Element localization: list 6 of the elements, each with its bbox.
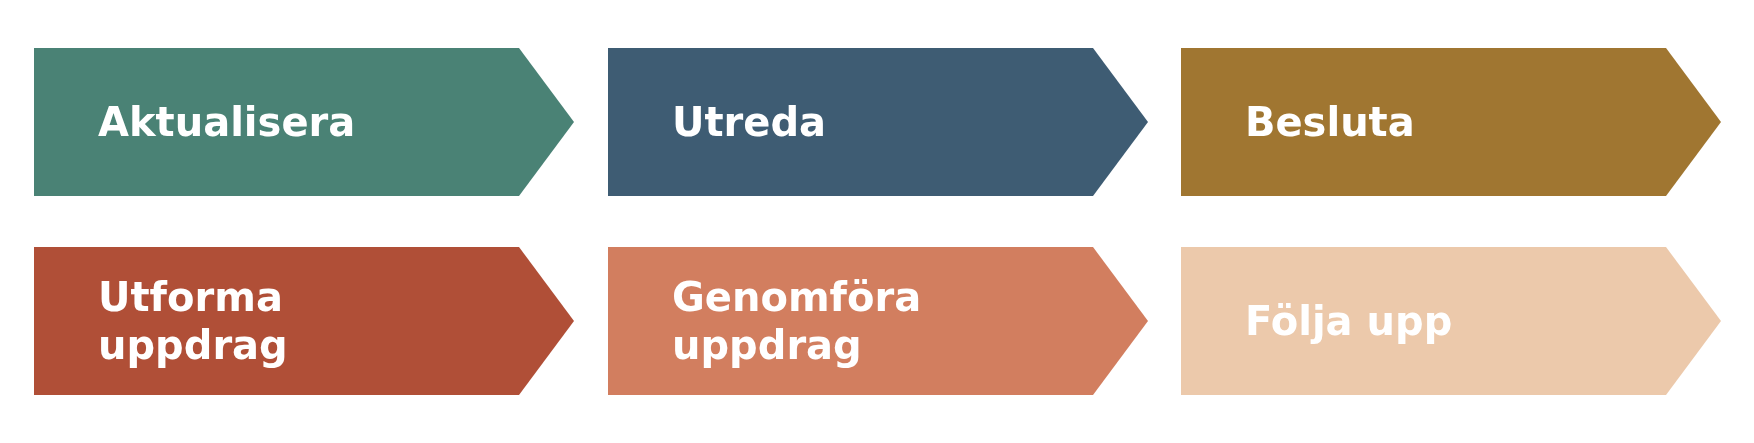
step-label: Aktualisera xyxy=(98,98,357,146)
step-label: Genomföra uppdrag xyxy=(672,273,923,369)
step-label: Utforma uppdrag xyxy=(98,273,289,369)
step-label: Utreda xyxy=(672,98,828,146)
step-label: Följa upp xyxy=(1245,297,1454,345)
step-label: Besluta xyxy=(1245,98,1416,146)
